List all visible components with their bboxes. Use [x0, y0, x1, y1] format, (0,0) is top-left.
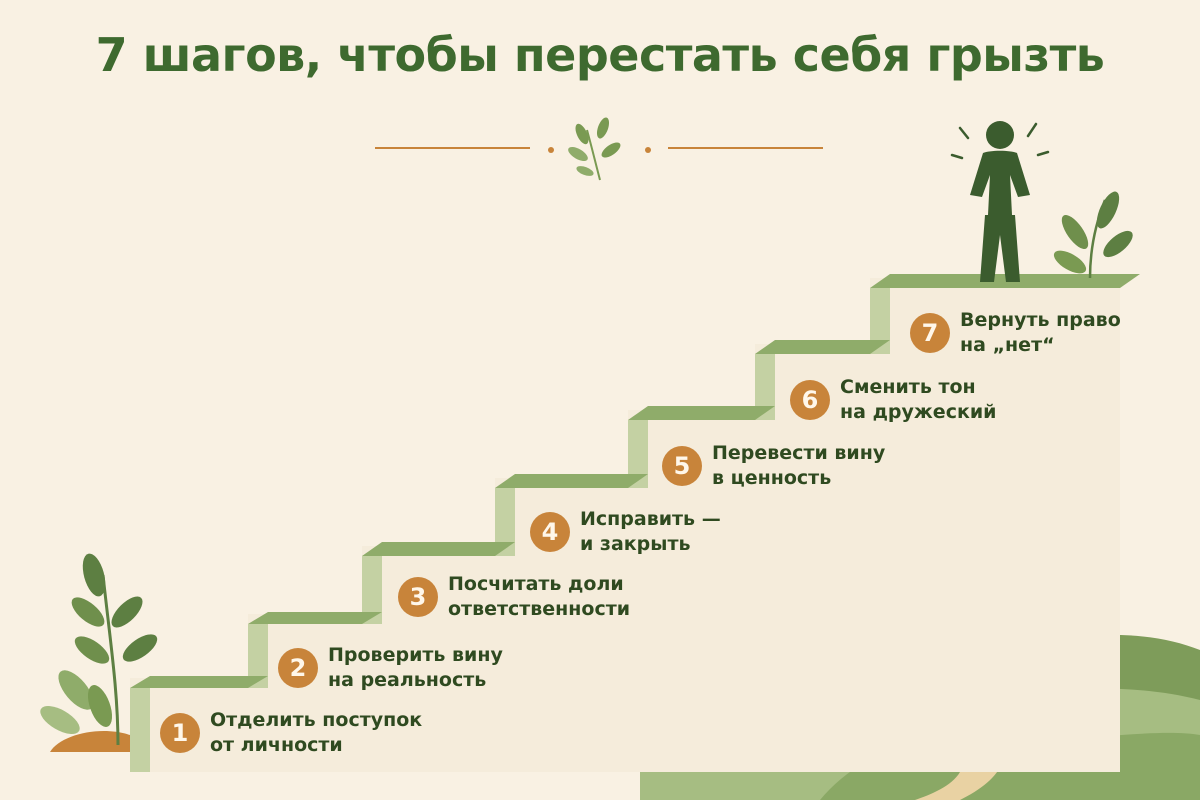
top-plant	[1053, 191, 1133, 279]
step-6: 6 Сменить тон на дружеский	[790, 375, 996, 425]
step-2: 2 Проверить вину на реальность	[278, 643, 503, 693]
leafy-plant-icon	[40, 553, 158, 752]
step-number-badge: 5	[662, 446, 702, 486]
step-1: 1 Отделить поступок от личности	[160, 708, 422, 758]
step-title-line2: от личности	[210, 734, 343, 756]
step-title-line1: Проверить вину	[328, 644, 503, 666]
step-title-line2: на реальность	[328, 669, 487, 691]
step-number-badge: 7	[910, 313, 950, 353]
step-title-line2: на „нет“	[960, 334, 1055, 356]
step-title-line1: Перевести вину	[712, 442, 886, 464]
step-4: 4 Исправить — и закрыть	[530, 507, 721, 557]
step-number-badge: 1	[160, 713, 200, 753]
title-divider	[375, 117, 823, 181]
step-title-line2: на дружеский	[840, 401, 997, 423]
step-title-line1: Отделить поступок	[210, 709, 423, 731]
step-title-line1: Исправить —	[580, 508, 721, 530]
step-7: 7 Вернуть право на „нет“	[910, 308, 1121, 358]
step-number-badge: 2	[278, 648, 318, 688]
step-5: 5 Перевести вину в ценность	[662, 441, 885, 491]
leaf-sprig-icon	[568, 117, 621, 181]
step-title-line2: ответственности	[448, 598, 631, 620]
step-title-line2: в ценность	[712, 467, 832, 489]
staircase	[130, 274, 1140, 772]
page-title: 7 шагов, чтобы перестать себя грызть	[95, 28, 1105, 82]
step-number-badge: 6	[790, 380, 830, 420]
step-3: 3 Посчитать доли ответственности	[398, 572, 630, 622]
step-title-line1: Вернуть право	[960, 309, 1121, 331]
person-standing-icon	[950, 121, 1050, 282]
step-number-badge: 3	[398, 577, 438, 617]
step-number-badge: 4	[530, 512, 570, 552]
step-title-line1: Посчитать доли	[448, 573, 624, 595]
step-title-line1: Сменить тон	[840, 376, 976, 398]
step-title-line2: и закрыть	[580, 533, 691, 555]
